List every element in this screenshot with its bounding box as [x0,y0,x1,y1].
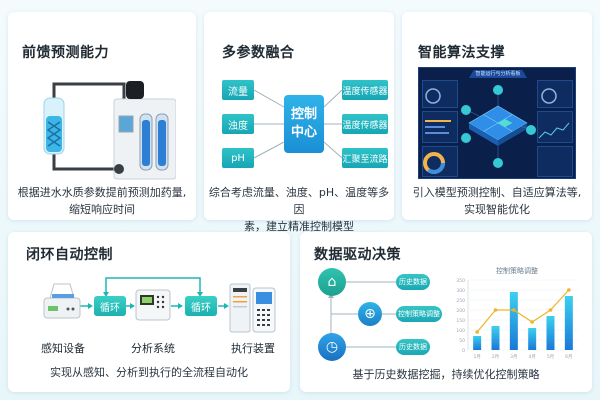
param-temp-sensor-1: 温度传感器 [342,80,388,100]
description-line: 根据进水水质参数提前预测加药量, [17,186,187,199]
clock-icon: ◷ [318,333,346,361]
actuator-device-icon [229,283,276,333]
description-line: 素，建立精准控制模型 [244,220,354,233]
loop-badge-2: 循环 [185,296,217,316]
multi-param-description: 综合考虑流量、浊度、pH、温度等多因 素，建立精准控制模型 [204,184,394,235]
closed-loop-card: 闭环自动控制 [8,232,290,392]
card-title: 智能算法支撑 [418,45,505,61]
loop-connectors [43,277,276,333]
dosing-equipment-illustration [43,81,176,180]
svg-text:1月: 1月 [473,354,480,360]
svg-text:5月: 5月 [547,354,554,360]
feedforward-card: 前馈预测能力 根据进水水质参数提前预测加药量, 缩短响应时间 [8,12,196,220]
svg-text:250: 250 [456,298,465,304]
loop-badge-1: 循环 [94,296,126,316]
dashboard-panel [537,146,573,177]
flow-connectors [328,281,396,348]
param-temp-sensor-2: 温度传感器 [342,114,388,134]
sensing-device-icon [43,283,81,319]
closed-loop-description: 实现从感知、分析到执行的全流程自动化 [50,366,248,379]
svg-text:300: 300 [456,288,465,294]
svg-text:6月: 6月 [565,354,572,360]
pill-history-data: 历史数据 [396,274,430,290]
connector-lines [253,89,343,159]
chart-title: 控制策略调整 [496,267,538,275]
home-icon: ⌂ [318,268,346,296]
description-line: 缩短响应时间 [69,203,135,216]
analysis-system-icon [135,289,171,321]
dashboard-screenshot: 智能运行与分析看板 [418,67,576,179]
device-label-actuator: 执行装置 [231,342,275,355]
param-converge: 汇聚至流路 [342,148,388,168]
data-driven-card: 数据驱动决策 ⌂ ⊕ ◷ 历史数据 控制策略调整 历史数据 控制策略调整 0 50… [300,232,592,392]
description-line: 实现智能优化 [464,203,530,216]
description-line: 引入模型预测控制、自适应算法等, [412,186,582,199]
algorithm-description: 引入模型预测控制、自适应算法等, 实现智能优化 [402,184,592,218]
device-label-analysis: 分析系统 [131,342,175,355]
feedforward-description: 根据进水水质参数提前预测加药量, 缩短响应时间 [8,184,196,218]
svg-text:0: 0 [462,348,465,354]
param-turbidity: 浊度 [222,114,254,134]
description-line: 综合考虑流量、浊度、pH、温度等多因 [208,186,390,216]
card-title: 多参数融合 [222,45,295,61]
svg-text:50: 50 [459,338,465,344]
pill-strategy-adjust: 控制策略调整 [396,306,442,322]
dashboard-panel [537,111,573,143]
data-driven-description: 基于历史数据挖掘，持续优化控制策略 [352,368,540,381]
param-flow: 流量 [222,80,254,100]
pill-history-data-2: 历史数据 [396,339,430,355]
center-label: 控制 [290,107,317,122]
svg-text:100: 100 [456,328,465,334]
svg-text:150: 150 [456,318,465,324]
control-center: 控制 中心 [284,95,324,153]
algorithm-card: 智能算法支撑 智能运行与分析看板 [402,12,592,220]
chart-plot: 0 50 100 150 200 250 300 350 1月 2月 3月 4月 5月 6月 [456,278,578,360]
card-title: 数据驱动决策 [314,247,401,263]
dashboard-graphics [423,85,570,174]
svg-text:3月: 3月 [510,354,517,360]
svg-text:200: 200 [456,308,465,314]
svg-text:350: 350 [456,278,465,284]
svg-text:2月: 2月 [492,354,499,360]
svg-text:4月: 4月 [528,354,535,360]
globe-icon: ⊕ [358,302,382,326]
device-label-sensing: 感知设备 [41,342,85,355]
dashboard-title: 智能运行与分析看板 [469,70,527,78]
center-label: 中心 [290,125,317,140]
strategy-chart: 控制策略调整 0 50 100 150 200 250 300 350 1月 2月 3月 4月 5月 6月 [452,266,582,366]
param-ph: pH [222,148,254,168]
card-title: 前馈预测能力 [22,45,109,61]
card-title: 闭环自动控制 [26,247,113,263]
multi-param-card: 多参数融合 流量 浊度 pH 控制 中心 温度传感器 温度传感器 汇聚至流路 综… [204,12,394,233]
